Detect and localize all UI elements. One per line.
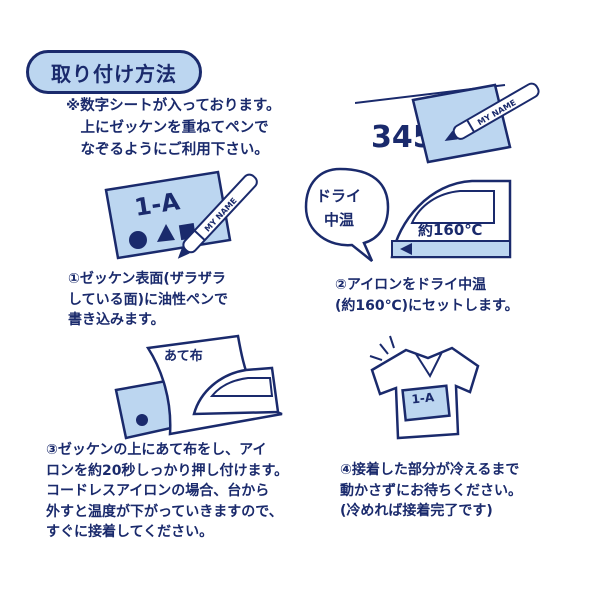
- note-text: ※数字シートが入っております。 上にゼッケンを重ねてペンで なぞるようにご利用下…: [66, 98, 281, 158]
- cloth-label: あて布: [164, 348, 203, 364]
- cloth-illustration: あて布: [114, 334, 283, 440]
- step-3-text: ③ゼッケンの上にあて布をし、アイ ロンを約20秒しっかり押し付けます。 コードレ…: [46, 442, 289, 540]
- title-badge: 取り付け方法: [26, 50, 202, 94]
- iron-temp-label: 約160℃: [418, 221, 482, 239]
- step-1-text: ①ゼッケン表面(ザラザラ している面)に油性ペンで 書き込みます。: [68, 271, 228, 328]
- bubble-line1: ドライ: [316, 187, 361, 205]
- step-2-text: ②アイロンをドライ中温 (約160℃)にセットします。: [335, 277, 519, 314]
- page-title: 取り付け方法: [51, 61, 177, 86]
- step-4-text: ④接着した部分が冷えるまで 動かさずにお待ちください。 (冷めれば接着完了です): [340, 462, 522, 519]
- number-sheet-illustration: 345 MY NAME: [355, 82, 540, 164]
- bubble-line2: 中温: [324, 211, 354, 229]
- shirt-label: 1-A: [411, 390, 436, 406]
- shirt-illustration: 1-A: [369, 335, 480, 440]
- iron-illustration: ドライ 中温 約160℃: [304, 167, 512, 262]
- bib-illustration: 1-A MY NAME: [104, 170, 258, 260]
